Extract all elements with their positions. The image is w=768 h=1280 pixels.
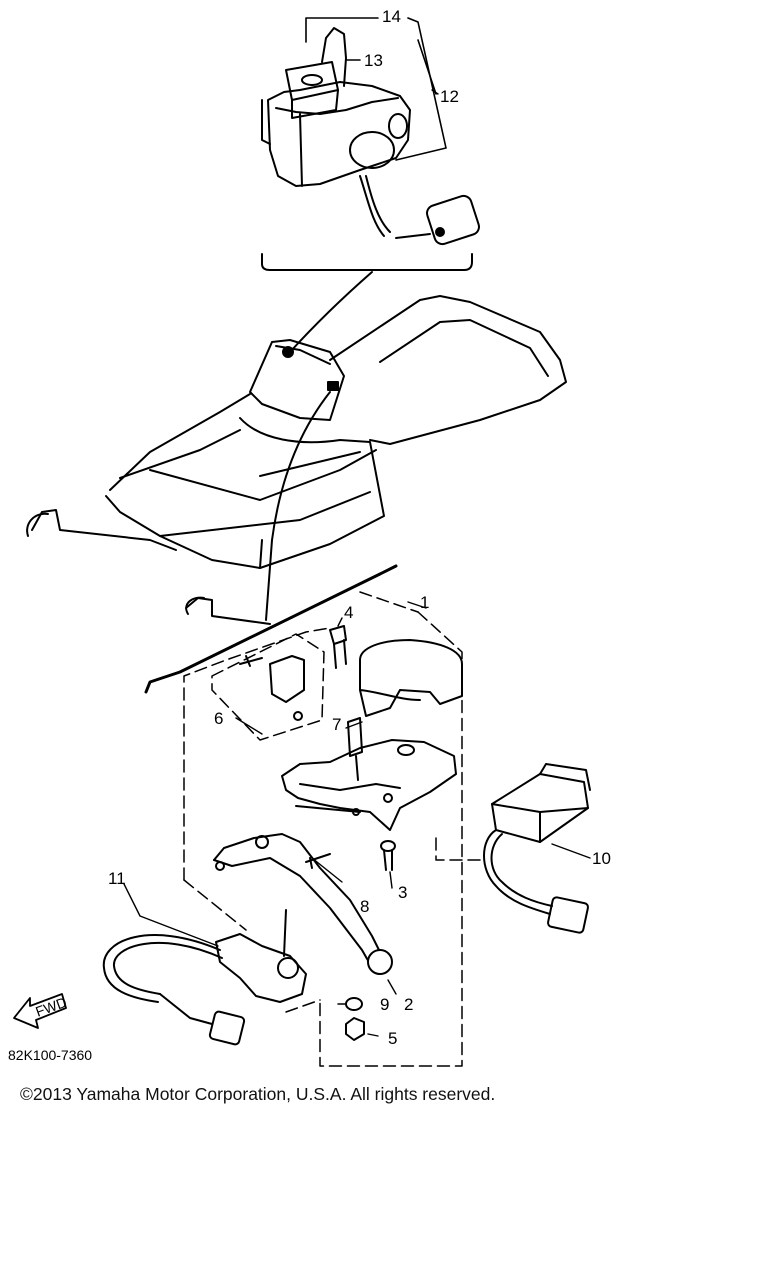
snowmobile-outline [26, 295, 567, 625]
section-bracket-top [261, 253, 473, 271]
callout-6: 6 [214, 709, 223, 728]
oil-tank-assembly [261, 27, 480, 246]
location-marker-tank [282, 346, 294, 358]
diagram-code: 82K100-7360 [8, 1047, 92, 1063]
callout-3: 3 [398, 883, 407, 902]
callout-2: 2 [404, 995, 413, 1014]
callout-leaders-top [305, 17, 447, 161]
throttle-switch-11 [102, 909, 307, 1046]
screw-3 [380, 840, 396, 871]
throttle-lever [213, 833, 393, 975]
collar-7 [347, 717, 363, 781]
callout-14: 14 [382, 7, 401, 26]
parts-diagram: FWD 14 13 12 1 4 6 7 10 3 8 11 2 9 5 82K… [8, 7, 611, 1067]
washer-9 [345, 997, 363, 1011]
callout-leaders-bottom [123, 89, 591, 1037]
arrow-to-sled-top [289, 271, 373, 353]
throttle-housing [281, 739, 457, 831]
fwd-arrow-icon: FWD [13, 993, 69, 1029]
callout-8: 8 [360, 897, 369, 916]
callout-7: 7 [332, 715, 341, 734]
fwd-label: FWD [33, 994, 68, 1020]
copyright-notice: ©2013 Yamaha Motor Corporation, U.S.A. A… [20, 1084, 496, 1104]
section-bracket-bottom [144, 564, 398, 694]
arrow-to-sled-bottom [265, 391, 331, 621]
callout-1: 1 [420, 593, 429, 612]
switch-6 [239, 655, 305, 721]
throttle-assembly-group [183, 591, 481, 1067]
location-marker-throttle [327, 381, 339, 391]
callout-13: 13 [364, 51, 383, 70]
callout-11: 11 [108, 869, 126, 888]
callout-numbers: 14 13 12 1 4 6 7 10 3 8 11 2 9 5 82K100-… [8, 7, 611, 1063]
callout-9: 9 [380, 995, 389, 1014]
nut-5 [345, 1017, 365, 1041]
bolt-4 [329, 625, 347, 669]
callout-10: 10 [592, 849, 611, 868]
screw-8 [305, 853, 331, 869]
callout-12: 12 [440, 87, 459, 106]
callout-4: 4 [344, 603, 353, 622]
callout-5: 5 [388, 1029, 397, 1048]
throttle-cover [359, 639, 463, 717]
relay-10 [483, 763, 591, 934]
